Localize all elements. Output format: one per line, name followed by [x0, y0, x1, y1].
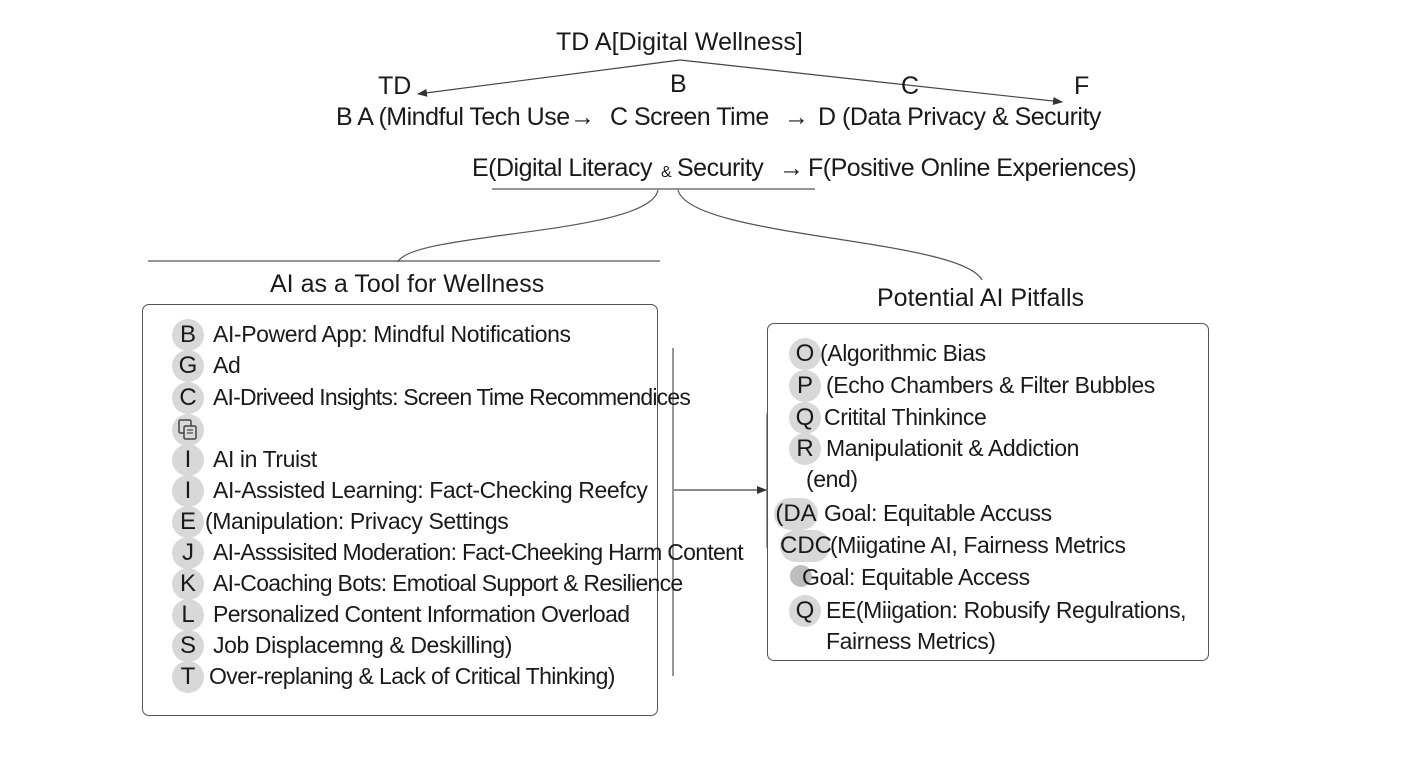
flow-node-data-privacy: D (Data Privacy & Security [818, 103, 1101, 131]
badge-q: Q [789, 595, 821, 627]
list-item: Personalized Content Information Overloa… [213, 601, 630, 627]
badge-r: R [789, 433, 821, 465]
badge-i: I [172, 444, 204, 476]
list-item: AI-Driveed Insights: Screen Time Recomme… [213, 384, 691, 410]
right-panel: O (Algorithmic Bias P (Echo Chambers & F… [767, 323, 1209, 661]
list-item: (Algorithmic Bias [820, 340, 986, 366]
left-heading: AI as a Tool for Wellness [270, 270, 545, 298]
node-b: B [670, 70, 687, 98]
badge-da: (DA [774, 498, 818, 530]
flow-ampersand: & [661, 164, 672, 181]
badge-q: Q [789, 402, 821, 434]
badge-o: O [789, 338, 821, 370]
list-item: AI-Coaching Bots: Emotioal Support & Res… [213, 570, 683, 596]
edge-root-to-f [679, 59, 1063, 105]
badge-c: C [172, 382, 204, 414]
badge-t: T [172, 661, 204, 693]
list-item: EE(Miigation: Robusify Regulrations, [826, 597, 1187, 623]
node-c: C [901, 72, 920, 100]
list-item: (Manipulation: Privacy Settings [205, 508, 509, 534]
flow-node-security: Security [677, 154, 764, 182]
node-td: TD [378, 72, 412, 100]
right-heading: Potential AI Pitfalls [877, 284, 1085, 312]
left-panel: B AI-Powerd App: Mindful Notifications G… [142, 304, 744, 716]
badge-i: I [172, 475, 204, 507]
badge-j: J [172, 537, 204, 569]
list-item: Critital Thinkince [824, 404, 987, 430]
edge-to-left-branch [397, 189, 659, 263]
list-item: AI-Assisted Learning: Fact-Checking Reef… [213, 477, 648, 503]
edge-root-to-td [417, 59, 681, 97]
badge-icon-row [172, 414, 204, 446]
list-item: AI-Powerd App: Mindful Notifications [213, 321, 571, 347]
badge-p: P [789, 370, 821, 402]
badge-b: B [172, 319, 204, 351]
list-item: AI-Asssisited Moderation: Fact-Cheeking … [213, 539, 744, 565]
list-item: Manipulationit & Addiction [826, 435, 1079, 461]
root-title: TD A[Digital Wellness] [556, 28, 803, 56]
copy-icon [178, 419, 197, 440]
badge-k: K [172, 568, 204, 600]
badge-s: S [172, 630, 204, 662]
list-item: Job Displacemng & Deskilling) [213, 632, 513, 658]
badge-e: E [172, 506, 204, 538]
node-f: F [1074, 72, 1090, 100]
badge-g: G [172, 350, 204, 382]
flow-node-mindful-tech: B A (Mindful Tech Use [336, 103, 570, 131]
list-item: (end) [806, 466, 858, 492]
badge-l: L [172, 599, 204, 631]
flow-arrow-2: → [784, 103, 809, 131]
list-item: (Echo Chambers & Filter Bubbles [826, 372, 1155, 398]
list-item: Fairness Metrics) [826, 628, 996, 654]
list-item: Goal: Equitable Access [802, 564, 1030, 590]
list-item: (Miigatine AI, Fairness Metrics [830, 532, 1126, 558]
badge-cdc: CDC [780, 530, 832, 562]
edge-to-right-branch [677, 189, 983, 281]
list-item: Over-replaning & Lack of Critical Thinki… [209, 663, 615, 689]
list-item: AI in Truist [213, 446, 317, 472]
list-item: Ad [213, 352, 241, 378]
badge-blank [790, 565, 812, 587]
flow-node-digital-literacy: E(Digital Literacy [472, 154, 652, 182]
flow-arrow-1: → [570, 103, 595, 131]
flow-node-positive-online: F(Positive Online Experiences) [808, 154, 1137, 182]
list-item: Goal: Equitable Accuss [824, 500, 1052, 526]
flow-node-screen-time: C Screen Time [610, 103, 769, 131]
flow-arrow-3: → [779, 154, 804, 182]
